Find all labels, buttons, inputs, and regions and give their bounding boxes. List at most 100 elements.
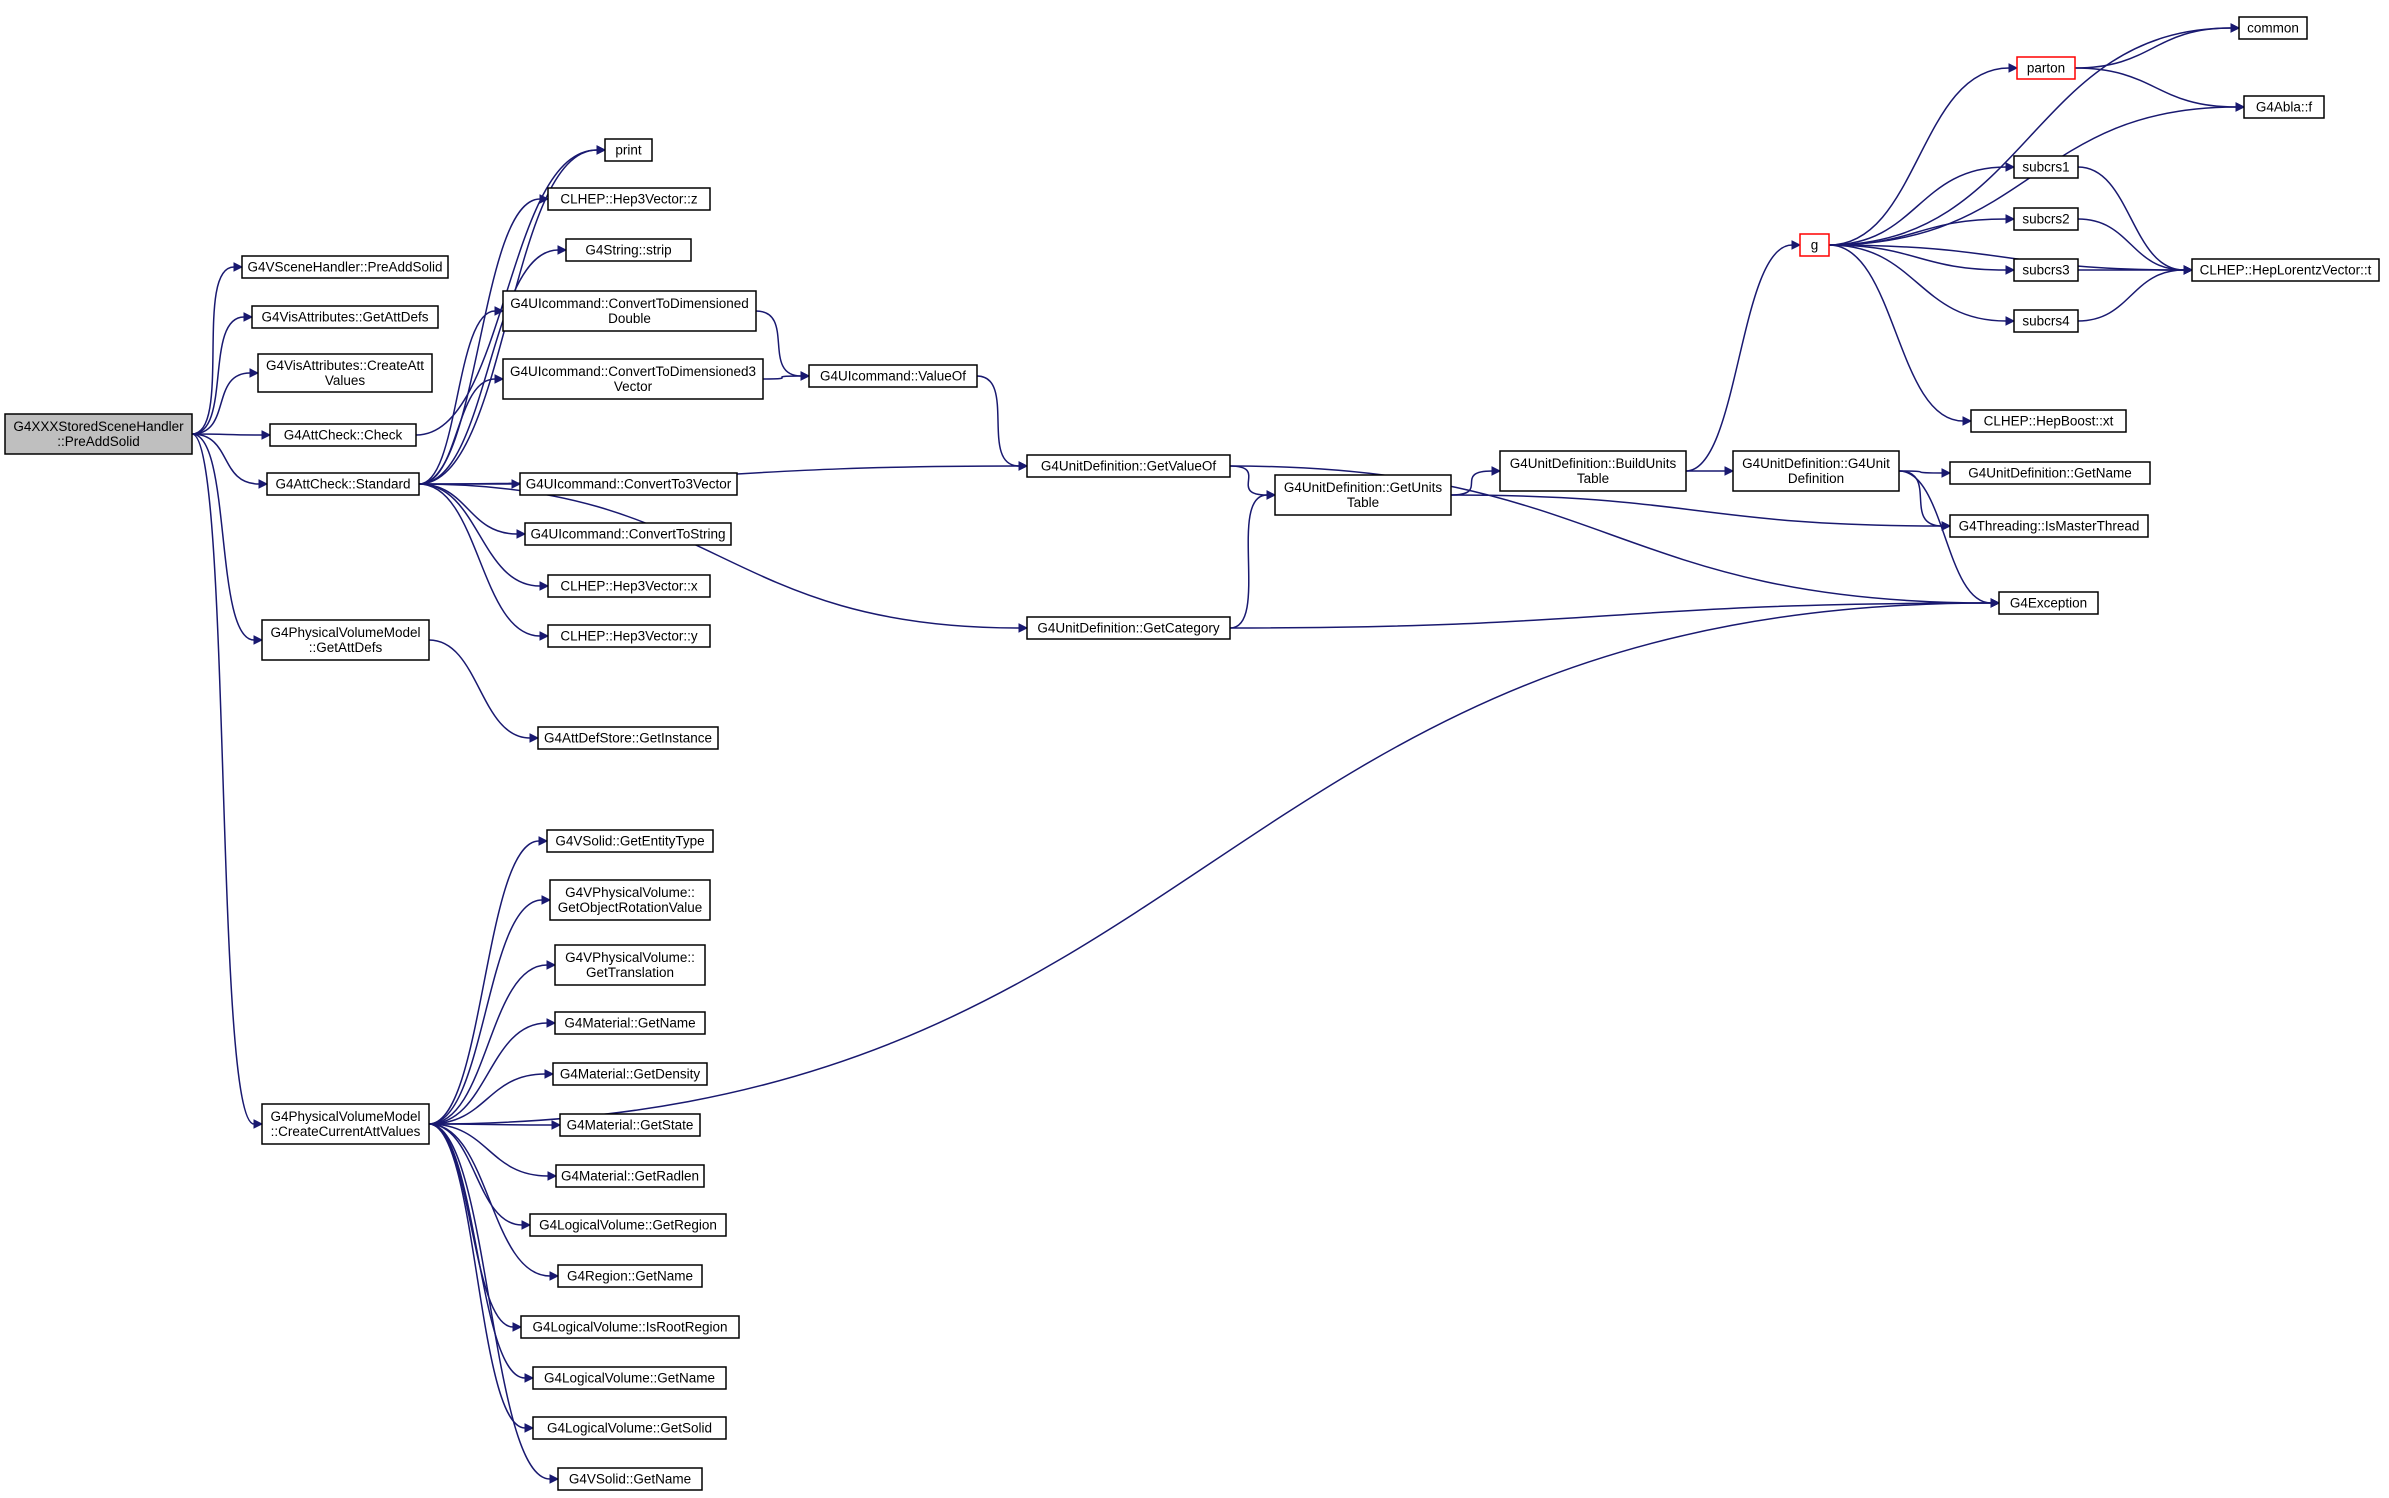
node-region-getname[interactable]: G4Region::GetName [557,1264,703,1288]
node-exception[interactable]: G4Exception [1998,591,2099,615]
node-abla-f[interactable]: G4Abla::f [2243,95,2325,119]
node-root[interactable]: G4XXXStoredSceneHandler::PreAddSolid [4,413,193,455]
node-parton[interactable]: parton [2016,56,2076,80]
node-hep3-x[interactable]: CLHEP::Hep3Vector::x [547,574,711,598]
node-label: subcrs4 [2022,314,2070,329]
node-attcheck-standard[interactable]: G4AttCheck::Standard [266,472,420,496]
node-print[interactable]: print [604,138,653,162]
node-strip[interactable]: G4String::strip [565,238,692,262]
node-subcrs2[interactable]: subcrs2 [2013,207,2079,231]
node-unit-g4unitdef[interactable]: G4UnitDefinition::G4UnitDefinition [1732,450,1900,492]
node-conv-3vec[interactable]: G4UIcommand::ConvertTo3Vector [519,472,738,496]
node-unit-getvalueof[interactable]: G4UnitDefinition::GetValueOf [1026,454,1231,478]
node-hepboost-xt[interactable]: CLHEP::HepBoost::xt [1970,409,2127,433]
edge-parton-to-common [2074,23,2241,69]
node-label: ::GetAttDefs [309,640,383,655]
node-label: GetTranslation [586,965,674,980]
node-label: G4VSolid::GetName [569,1472,691,1487]
node-g[interactable]: g [1799,233,1830,257]
edge-g-to-subcrs4 [1828,244,2016,326]
node-hep3-y[interactable]: CLHEP::Hep3Vector::y [547,624,711,648]
node-mat-density[interactable]: G4Material::GetDensity [552,1062,708,1086]
node-unit-getname[interactable]: G4UnitDefinition::GetName [1949,461,2151,485]
node-label: G4UnitDefinition::GetValueOf [1041,459,1217,474]
edge-root-to-visattr-getattdefs [191,312,254,435]
edge-g-to-parton [1828,63,2019,246]
node-visattr-getattdefs[interactable]: G4VisAttributes::GetAttDefs [251,305,439,329]
node-label: G4UIcommand::ValueOf [820,369,966,384]
node-lv-getname[interactable]: G4LogicalVolume::GetName [532,1366,727,1390]
edge-pvm-create-to-lv-getsolid [428,1123,535,1433]
node-label: G4VisAttributes::CreateAtt [266,358,424,373]
node-subcrs1[interactable]: subcrs1 [2013,155,2079,179]
node-attcheck-check[interactable]: G4AttCheck::Check [269,423,417,447]
node-hep3-z[interactable]: CLHEP::Hep3Vector::z [547,187,711,211]
edge-attcheck-standard-to-strip [418,245,568,485]
edge-unit-g4unitdef-to-exception [1898,470,2001,608]
edge-unit-getcategory-to-exception [1229,598,2001,629]
node-pvm-create[interactable]: G4PhysicalVolumeModel::CreateCurrentAttV… [261,1103,430,1145]
node-ismaster[interactable]: G4Threading::IsMasterThread [1949,514,2149,538]
node-mat-radlen[interactable]: G4Material::GetRadlen [555,1164,705,1188]
node-label: G4LogicalVolume::GetName [544,1371,715,1386]
edge-valueof-to-unit-getvalueof [976,375,1029,471]
node-pvm-getattdefs[interactable]: G4PhysicalVolumeModel::GetAttDefs [261,619,430,661]
edge-pvm-create-to-vsolid-entitytype [428,836,549,1125]
node-label: G4UIcommand::ConvertToDimensioned [510,296,749,311]
edge-pvm-create-to-vpv-translation [428,960,557,1125]
edge-unit-g4unitdef-to-unit-getname [1898,468,1952,478]
node-label: G4Region::GetName [567,1269,693,1284]
edge-g-to-subcrs2 [1828,214,2016,246]
edge-pvm-create-to-vpv-rotation [428,895,552,1125]
node-label: G4AttCheck::Standard [275,477,410,492]
edge-pvm-create-to-mat-getname [428,1018,557,1125]
node-conv-string[interactable]: G4UIcommand::ConvertToString [524,522,732,546]
node-label: print [615,143,642,158]
edge-root-to-visattr-create [191,368,260,435]
node-label: G4LogicalVolume::GetRegion [539,1218,717,1233]
node-lv-getsolid[interactable]: G4LogicalVolume::GetSolid [532,1416,727,1440]
node-label: GetObjectRotationValue [558,900,703,915]
node-lv-isrootregion[interactable]: G4LogicalVolume::IsRootRegion [520,1315,740,1339]
node-lv-getregion[interactable]: G4LogicalVolume::GetRegion [529,1213,727,1237]
node-common[interactable]: common [2238,16,2308,40]
node-label: Vector [614,379,653,394]
node-label: G4LogicalVolume::GetSolid [547,1421,712,1436]
node-heplorentz-t[interactable]: CLHEP::HepLorentzVector::t [2191,258,2380,282]
node-label: G4VisAttributes::GetAttDefs [261,310,428,325]
node-vsolid-getname[interactable]: G4VSolid::GetName [557,1467,703,1491]
node-label: G4UnitDefinition::BuildUnits [1510,456,1677,471]
node-mat-getname[interactable]: G4Material::GetName [554,1011,706,1035]
node-preaddsolid[interactable]: G4VSceneHandler::PreAddSolid [241,255,449,279]
edge-attcheck-standard-to-hep3-y [418,483,550,641]
node-label: subcrs2 [2022,212,2069,227]
edge-subcrs4-to-heplorentz-t [2077,265,2194,322]
node-label: G4XXXStoredSceneHandler [13,419,184,434]
node-label: CLHEP::Hep3Vector::x [560,579,698,594]
edge-root-to-attcheck-standard [191,433,269,489]
edge-parton-to-abla-f [2074,67,2246,112]
node-subcrs4[interactable]: subcrs4 [2013,309,2079,333]
node-valueof[interactable]: G4UIcommand::ValueOf [808,364,978,388]
node-subcrs3[interactable]: subcrs3 [2013,258,2079,282]
function-nodes: G4XXXStoredSceneHandler::PreAddSolidG4VS… [4,16,2380,1491]
node-vpv-rotation[interactable]: G4VPhysicalVolume::GetObjectRotationValu… [549,879,711,921]
node-label: subcrs1 [2022,160,2069,175]
node-label: G4PhysicalVolumeModel [270,625,420,640]
edge-pvm-create-to-vsolid-getname [428,1123,560,1484]
node-attdefstore[interactable]: G4AttDefStore::GetInstance [537,726,719,750]
node-vpv-translation[interactable]: G4VPhysicalVolume::GetTranslation [554,944,706,986]
edge-unit-getcategory-to-unit-getunitstable [1229,490,1277,629]
node-label: g [1811,238,1819,253]
node-mat-state[interactable]: G4Material::GetState [559,1113,701,1137]
node-unit-getcategory[interactable]: G4UnitDefinition::GetCategory [1026,616,1231,640]
node-label: G4VSceneHandler::PreAddSolid [247,260,442,275]
node-vsolid-entitytype[interactable]: G4VSolid::GetEntityType [546,829,714,853]
node-label: G4Abla::f [2256,100,2313,115]
